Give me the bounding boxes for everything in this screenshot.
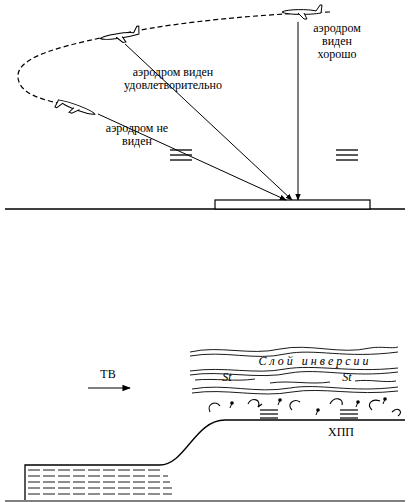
airplane: [99, 26, 141, 45]
visibility-label: аэродром не виден: [104, 122, 170, 148]
drizzle-symbol: [230, 397, 387, 412]
flight-path: [18, 12, 330, 104]
drizzle-tail: [230, 399, 385, 415]
fog-symbol: [336, 150, 358, 160]
air-mass-label: ТВ: [88, 368, 128, 381]
water: [28, 470, 172, 494]
region-label: ХПП: [316, 426, 366, 439]
airplane: [55, 98, 96, 121]
airfield: [215, 200, 370, 209]
cloud-label: St: [212, 371, 242, 384]
visibility-label: аэродром виден удовлетворительно: [118, 66, 228, 92]
cloud-label: St: [332, 371, 362, 384]
fog-symbol: [260, 410, 358, 418]
sight-line: [98, 114, 286, 200]
sight-line: [298, 22, 299, 200]
wind-arrow: [88, 387, 130, 388]
coastline: [25, 420, 405, 500]
airplane: [282, 5, 322, 19]
visibility-label: аэродром виден хорошо: [303, 22, 371, 61]
ground-line: [5, 501, 405, 502]
turbulence-symbol: [209, 399, 400, 416]
layer-label: Слой инверсии: [230, 355, 400, 368]
fog-symbol: [170, 150, 192, 160]
